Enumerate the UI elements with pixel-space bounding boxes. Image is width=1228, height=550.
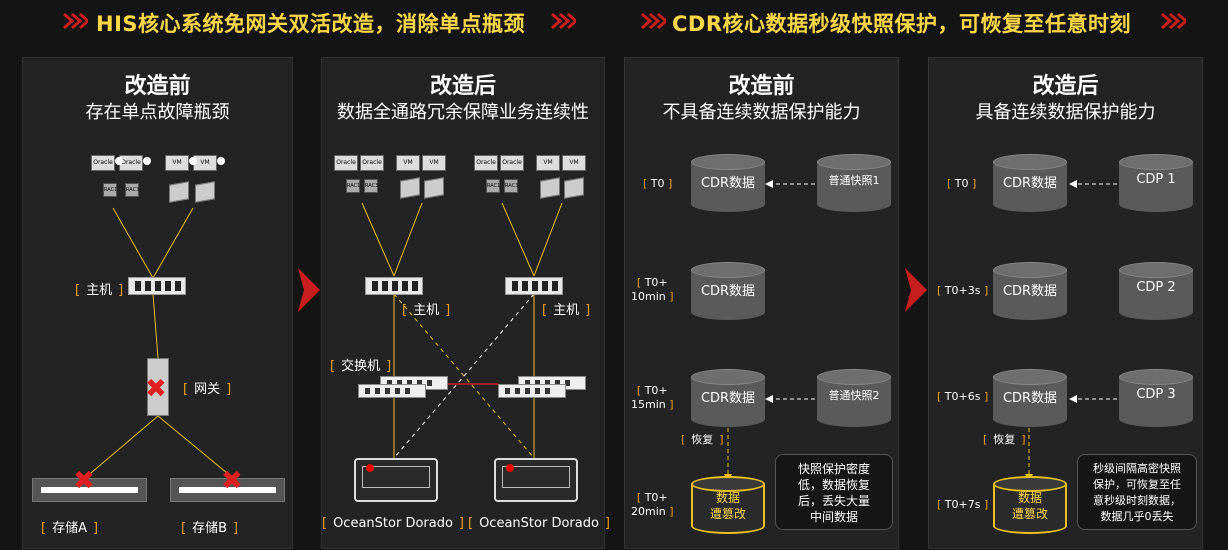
time-label: [ T0+7s ] bbox=[937, 498, 989, 511]
time-label: [ T0 ] bbox=[643, 177, 673, 190]
storage-a-label: 存储A bbox=[41, 517, 98, 536]
vm-monitor: VM bbox=[396, 155, 420, 171]
oracle-monitor: Oracle bbox=[119, 155, 143, 171]
rac1-db: RAC1 bbox=[103, 183, 117, 197]
time-label: [ T0+6s ] bbox=[937, 390, 989, 403]
tampered-data-cylinder: 数据遭篡改 bbox=[691, 476, 765, 534]
gateway-label: 网关 bbox=[183, 378, 231, 397]
vm-monitor: VM bbox=[422, 155, 446, 171]
panel-subheading: 数据全通路冗余保障业务连续性 bbox=[337, 102, 589, 123]
host-label: 主机 bbox=[402, 299, 450, 318]
transition-arrow-icon bbox=[298, 268, 320, 312]
cdp-cylinder: CDP 1 bbox=[1119, 154, 1193, 212]
vm-cube-icon bbox=[540, 177, 560, 199]
cdr-data-cylinder: CDR数据 bbox=[993, 369, 1067, 427]
cdr-data-cylinder: CDR数据 bbox=[993, 154, 1067, 212]
vm-monitor: VM bbox=[536, 155, 560, 171]
vm-monitor: VM bbox=[165, 155, 189, 171]
cdp-cylinder: CDP 2 bbox=[1119, 262, 1193, 320]
host-server-icon bbox=[365, 277, 423, 295]
vm-cube-icon bbox=[564, 177, 584, 199]
oracle-monitor: Oracle bbox=[360, 155, 384, 171]
time-label: [ T0+15min ] bbox=[631, 384, 674, 411]
switch-icon bbox=[498, 384, 566, 398]
restore-label: 恢复 bbox=[983, 431, 1026, 447]
panel-after-cdr: 改造后 具备连续数据保护能力 [ T0 ] [ T0+3s ] [ T0+6s … bbox=[928, 57, 1203, 549]
panel-before-cdr: 改造前 不具备连续数据保护能力 [ T0 ] [ T0+10min ] [ T0… bbox=[624, 57, 899, 549]
user-icon bbox=[115, 157, 123, 165]
failure-x-icon: ✖ bbox=[221, 466, 243, 496]
switch-label: 交换机 bbox=[330, 355, 391, 374]
panel-heading: 改造后 bbox=[1032, 74, 1099, 99]
rac3-db: RAC3 bbox=[504, 179, 518, 193]
rac1-db: RAC1 bbox=[346, 179, 360, 193]
title-cdr: CDR核心数据秒级快照保护，可恢复至任意时刻 bbox=[672, 12, 1132, 36]
chevron-decor-left2-icon bbox=[641, 12, 666, 30]
vm-cube-icon bbox=[195, 181, 215, 203]
oracle-monitor: Oracle bbox=[91, 155, 115, 171]
rac1-db: RAC1 bbox=[486, 179, 500, 193]
host-server-icon bbox=[128, 277, 186, 295]
rac3-db: RAC3 bbox=[125, 183, 139, 197]
oracle-monitor: Oracle bbox=[334, 155, 358, 171]
cdr-data-cylinder: CDR数据 bbox=[691, 262, 765, 320]
snapshot-cylinder: 普通快照1 bbox=[817, 154, 891, 212]
gateway-device-icon bbox=[147, 358, 169, 416]
panel-subheading: 存在单点故障瓶颈 bbox=[85, 102, 230, 123]
snapshot-cylinder: 普通快照2 bbox=[817, 369, 891, 427]
oracle-monitor: Oracle bbox=[474, 155, 498, 171]
oceanstor-dorado-icon bbox=[494, 458, 578, 502]
panel-subheading: 不具备连续数据保护能力 bbox=[662, 102, 861, 123]
cdp-cylinder: CDP 3 bbox=[1119, 369, 1193, 427]
panel-heading: 改造前 bbox=[124, 74, 191, 99]
note-box: 秒级间隔高密快照保护，可恢复至任意秒级时刻数据，数据几乎0丢失 bbox=[1077, 454, 1197, 530]
tampered-data-cylinder: 数据遭篡改 bbox=[993, 476, 1067, 534]
vm-cube-icon bbox=[169, 181, 189, 203]
user-icon bbox=[217, 157, 225, 165]
host-label: 主机 bbox=[75, 279, 123, 298]
panel-subheading: 具备连续数据保护能力 bbox=[975, 102, 1156, 123]
cdr-data-cylinder: CDR数据 bbox=[691, 154, 765, 212]
user-icon bbox=[189, 157, 197, 165]
restore-label: 恢复 bbox=[681, 431, 724, 447]
failure-x-icon: ✖ bbox=[145, 374, 167, 404]
panel-before-his: 改造前 存在单点故障瓶颈 Oracle Oracle RAC1 RAC3 VM … bbox=[22, 57, 293, 549]
time-label: [ T0+20min ] bbox=[631, 491, 674, 518]
chevron-decor-right2-icon bbox=[1161, 12, 1186, 30]
title-his: HIS核心系统免网关双活改造，消除单点瓶颈 bbox=[96, 12, 526, 36]
transition-arrow-icon bbox=[905, 268, 927, 312]
storage-right-label: OceanStor Dorado bbox=[468, 516, 610, 531]
vm-monitor: VM bbox=[562, 155, 586, 171]
storage-b-label: 存储B bbox=[181, 517, 238, 536]
note-box: 快照保护密度低，数据恢复后，丢失大量中间数据 bbox=[775, 454, 893, 530]
panel-heading: 改造前 bbox=[728, 74, 795, 99]
vm-cube-icon bbox=[424, 177, 444, 199]
panel-heading: 改造后 bbox=[429, 74, 496, 99]
connection-lines bbox=[84, 207, 234, 479]
time-label: [ T0+3s ] bbox=[937, 284, 989, 297]
host-label: 主机 bbox=[542, 299, 590, 318]
vm-monitor: VM bbox=[193, 155, 217, 171]
oracle-monitor: Oracle bbox=[500, 155, 524, 171]
time-label: [ T0 ] bbox=[947, 177, 977, 190]
time-label: [ T0+10min ] bbox=[631, 276, 674, 303]
cdr-data-cylinder: CDR数据 bbox=[691, 369, 765, 427]
chevron-decor-left-icon bbox=[63, 12, 88, 30]
panel-after-his: 改造后 数据全通路冗余保障业务连续性 Oracle Oracle RAC1 RA… bbox=[321, 57, 605, 549]
vm-cube-icon bbox=[400, 177, 420, 199]
oceanstor-dorado-icon bbox=[354, 458, 438, 502]
switch-icon bbox=[358, 384, 426, 398]
host-server-icon bbox=[505, 277, 563, 295]
user-icon bbox=[143, 157, 151, 165]
storage-b-icon bbox=[170, 478, 285, 502]
storage-left-label: OceanStor Dorado bbox=[322, 516, 464, 531]
cdr-data-cylinder: CDR数据 bbox=[993, 262, 1067, 320]
rac3-db: RAC3 bbox=[364, 179, 378, 193]
failure-x-icon: ✖ bbox=[73, 466, 95, 496]
storage-a-icon bbox=[32, 478, 147, 502]
chevron-decor-right-icon bbox=[551, 12, 576, 30]
